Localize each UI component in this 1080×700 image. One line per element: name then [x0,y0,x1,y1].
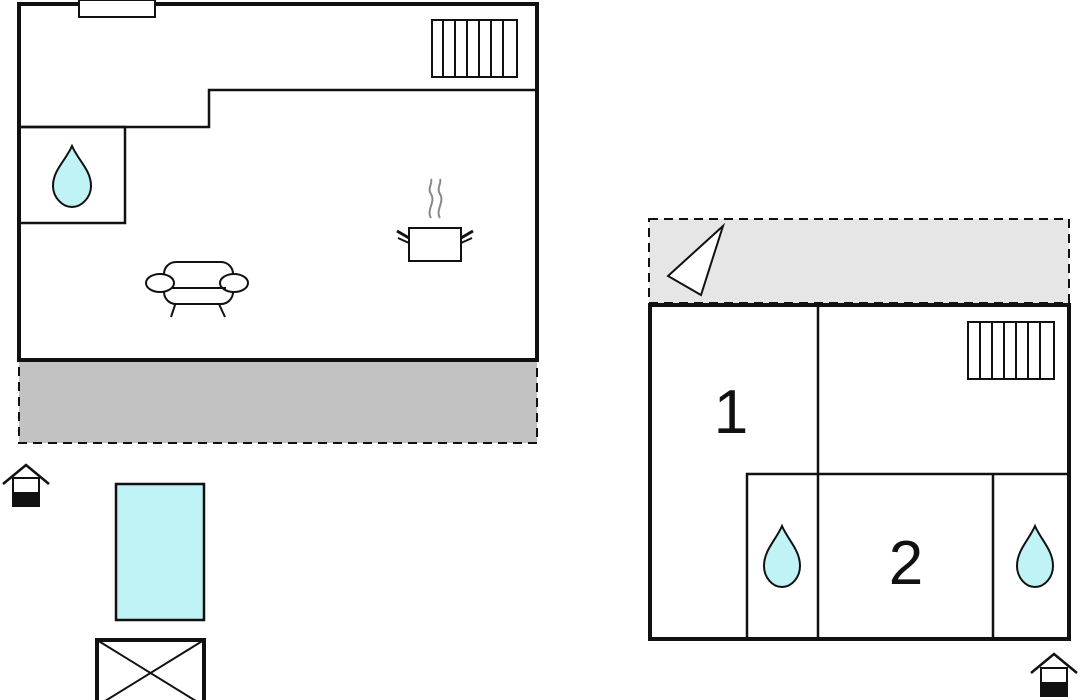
water-drop-icon [762,523,802,589]
entrance-house-icon [1030,652,1078,697]
cooking-pot-icon [396,178,474,262]
interior-wall [745,472,1067,637]
room-label-1: 1 [714,378,748,447]
left-building-outline [17,2,539,362]
staircase-icon [431,19,518,78]
entrance-house-icon [2,463,50,507]
right-floor: 1 2 [648,218,1071,641]
water-drop-icon [51,143,93,209]
interior-wall [21,88,535,129]
water-drop-icon [1015,523,1055,589]
window-tab [78,0,156,18]
cross-box-icon [95,638,206,700]
staircase-icon [967,321,1055,380]
pool-icon [114,482,206,622]
left-floor [17,0,539,444]
bathroom-wall [21,125,127,225]
sofa-icon [145,261,249,318]
room-label-2: 2 [889,529,923,598]
terrace-area [18,360,538,444]
right-building-outline [648,303,1071,641]
tent-icon [666,222,726,297]
